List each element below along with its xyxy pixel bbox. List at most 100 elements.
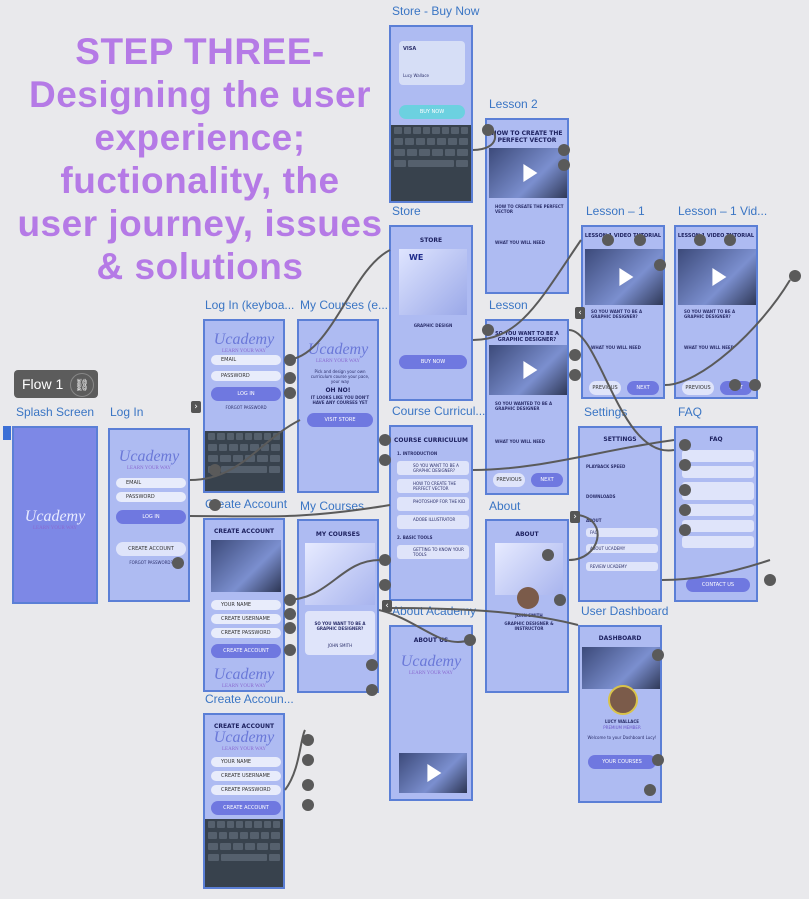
keyboard[interactable] [391,125,471,201]
name-field[interactable]: YOUR NAME [211,600,281,610]
about-academy-frame[interactable]: ABOUT US UcademyLEARN YOUR WAY [389,625,473,801]
frame-label-lesson-1[interactable]: Lesson – 1 [586,204,645,218]
password-field[interactable]: CREATE PASSWORD [211,628,281,638]
frame-label-course-curriculum[interactable]: Course Curricul... [392,404,485,418]
connector-node[interactable] [302,779,314,791]
about-frame[interactable]: ABOUT JOHN SMITH GRAPHIC DESIGNER & INST… [485,519,569,693]
username-field[interactable]: CREATE USERNAME [211,614,281,624]
frame-label-settings[interactable]: Settings [584,405,627,419]
connector-node[interactable] [569,369,581,381]
next-button[interactable]: NEXT [627,381,659,395]
create-account-button[interactable]: CREATE ACCOUNT [211,644,281,658]
video-player[interactable] [489,345,569,395]
frame-label-splash[interactable]: Splash Screen [16,405,94,419]
connector-node[interactable] [764,574,776,586]
contact-us-button[interactable]: CONTACT US [686,578,750,592]
password-field[interactable]: CREATE PASSWORD [211,785,281,795]
frame-label-faq[interactable]: FAQ [678,405,702,419]
email-field[interactable]: EMAIL [211,355,281,365]
user-dashboard-frame[interactable]: DASHBOARD LUCY WALLACE PREMIUM MEMBER We… [578,625,662,803]
login-button[interactable]: LOG IN [116,510,186,524]
frame-label-about-academy[interactable]: About Academy [392,604,476,618]
course-curriculum-frame[interactable]: COURSE CURRICULUM 1. INTRODUCTION SO YOU… [389,425,473,601]
frame-label-login[interactable]: Log In [110,405,143,419]
frame-label-create-account-keyboard[interactable]: Create Accoun... [205,692,294,706]
flow-chip[interactable]: Flow 1 ⛓ [14,370,98,398]
frame-label-login-keyboard[interactable]: Log In (keyboa... [205,298,294,312]
frame-label-store[interactable]: Store [392,204,421,218]
frame-label-lesson[interactable]: Lesson [489,298,528,312]
next-button[interactable]: NEXT [531,473,563,487]
mycourses-frame[interactable]: MY COURSES SO YOU WANT TO BE A GRAPHIC D… [297,519,379,693]
connector-node[interactable] [284,644,296,656]
create-account-button[interactable]: CREATE ACCOUNT [211,801,281,815]
forgot-password-link[interactable]: FORGOT PASSWORD [211,405,281,410]
previous-button[interactable]: PREVIOUS [493,473,525,487]
frame-label-about[interactable]: About [489,499,520,513]
nav-arrow-left[interactable]: ‹ [575,307,585,319]
lesson-frame[interactable]: SO YOU WANT TO BE A GRAPHIC DESIGNER? SO… [485,319,569,495]
frame-label-mycourses-empty[interactable]: My Courses (e... [300,298,388,312]
course-card[interactable] [305,611,375,655]
keyboard[interactable] [205,431,283,491]
lesson-1-frame[interactable]: LESSON 1 VIDEO TUTORIAL SO YOU WANT TO B… [581,225,665,399]
connector-node[interactable] [284,622,296,634]
connector-node[interactable] [284,594,296,606]
create-account-frame[interactable]: CREATE ACCOUNT YOUR NAME CREATE USERNAME… [203,518,285,692]
password-field[interactable]: PASSWORD [116,492,186,502]
video-thumbnail[interactable] [399,753,467,793]
connector-node[interactable] [302,799,314,811]
store-buy-now-frame[interactable]: VISA Lucy Wallace BUY NOW [389,25,473,203]
connector-node[interactable] [302,734,314,746]
frame-label-lesson-2[interactable]: Lesson 2 [489,97,538,111]
video-player[interactable] [678,249,758,305]
frame-label-user-dashboard[interactable]: User Dashboard [581,604,668,618]
username-field[interactable]: CREATE USERNAME [211,771,281,781]
nav-arrow-right[interactable]: › [191,401,201,413]
password-field[interactable]: PASSWORD [211,371,281,381]
your-courses-button[interactable]: YOUR COURSES [588,755,656,769]
email-field[interactable]: EMAIL [116,478,186,488]
frame-label-lesson-1-video[interactable]: Lesson – 1 Vid... [678,204,767,218]
faq-item[interactable] [682,520,754,532]
faq-item[interactable] [682,466,754,478]
frame-label-create-account[interactable]: Create Account [205,497,287,511]
keyboard[interactable] [205,819,283,887]
faq-item[interactable] [682,536,754,548]
previous-button[interactable]: PREVIOUS [589,381,621,395]
faq-frame[interactable]: FAQ CONTACT US [674,426,758,602]
frame-label-mycourses[interactable]: My Courses [300,499,364,513]
visit-store-button[interactable]: VISIT STORE [307,413,373,427]
flow-start-marker[interactable] [3,426,11,440]
video-player[interactable] [489,148,569,198]
connector-node[interactable] [284,354,296,366]
nav-arrow-left[interactable]: ‹ [382,600,392,612]
connector-node[interactable] [789,270,801,282]
settings-frame[interactable]: SETTINGS PLAYBACK SPEED DOWNLOADS ABOUT … [578,426,662,602]
connector-node[interactable] [284,372,296,384]
forgot-password-link[interactable]: FORGOT PASSWORD? [116,560,186,565]
link-icon[interactable]: ⛓ [70,373,94,397]
video-player[interactable] [585,249,665,305]
login-button[interactable]: LOG IN [211,387,281,401]
connector-node[interactable] [284,387,296,399]
lesson-2-frame[interactable]: HOW TO CREATE THE PERFECT VECTOR HOW TO … [485,118,569,294]
create-account-button[interactable]: CREATE ACCOUNT [116,542,186,556]
next-button[interactable]: NEXT [720,381,752,395]
connector-node[interactable] [569,349,581,361]
previous-button[interactable]: PREVIOUS [682,381,714,395]
buy-now-button[interactable]: BUY NOW [399,355,467,369]
lesson-1-video-frame[interactable]: LESSON 1 VIDEO TUTORIAL SO YOU WANT TO B… [674,225,758,399]
nav-arrow-right[interactable]: › [570,511,580,523]
store-frame[interactable]: STORE WE GRAPHIC DESIGN BUY NOW [389,225,473,401]
name-field[interactable]: YOUR NAME [211,757,281,767]
faq-item[interactable] [682,450,754,462]
faq-item[interactable] [682,504,754,516]
connector-node[interactable] [284,608,296,620]
faq-item[interactable] [682,482,754,500]
frame-label-store-buy-now[interactable]: Store - Buy Now [392,4,479,18]
